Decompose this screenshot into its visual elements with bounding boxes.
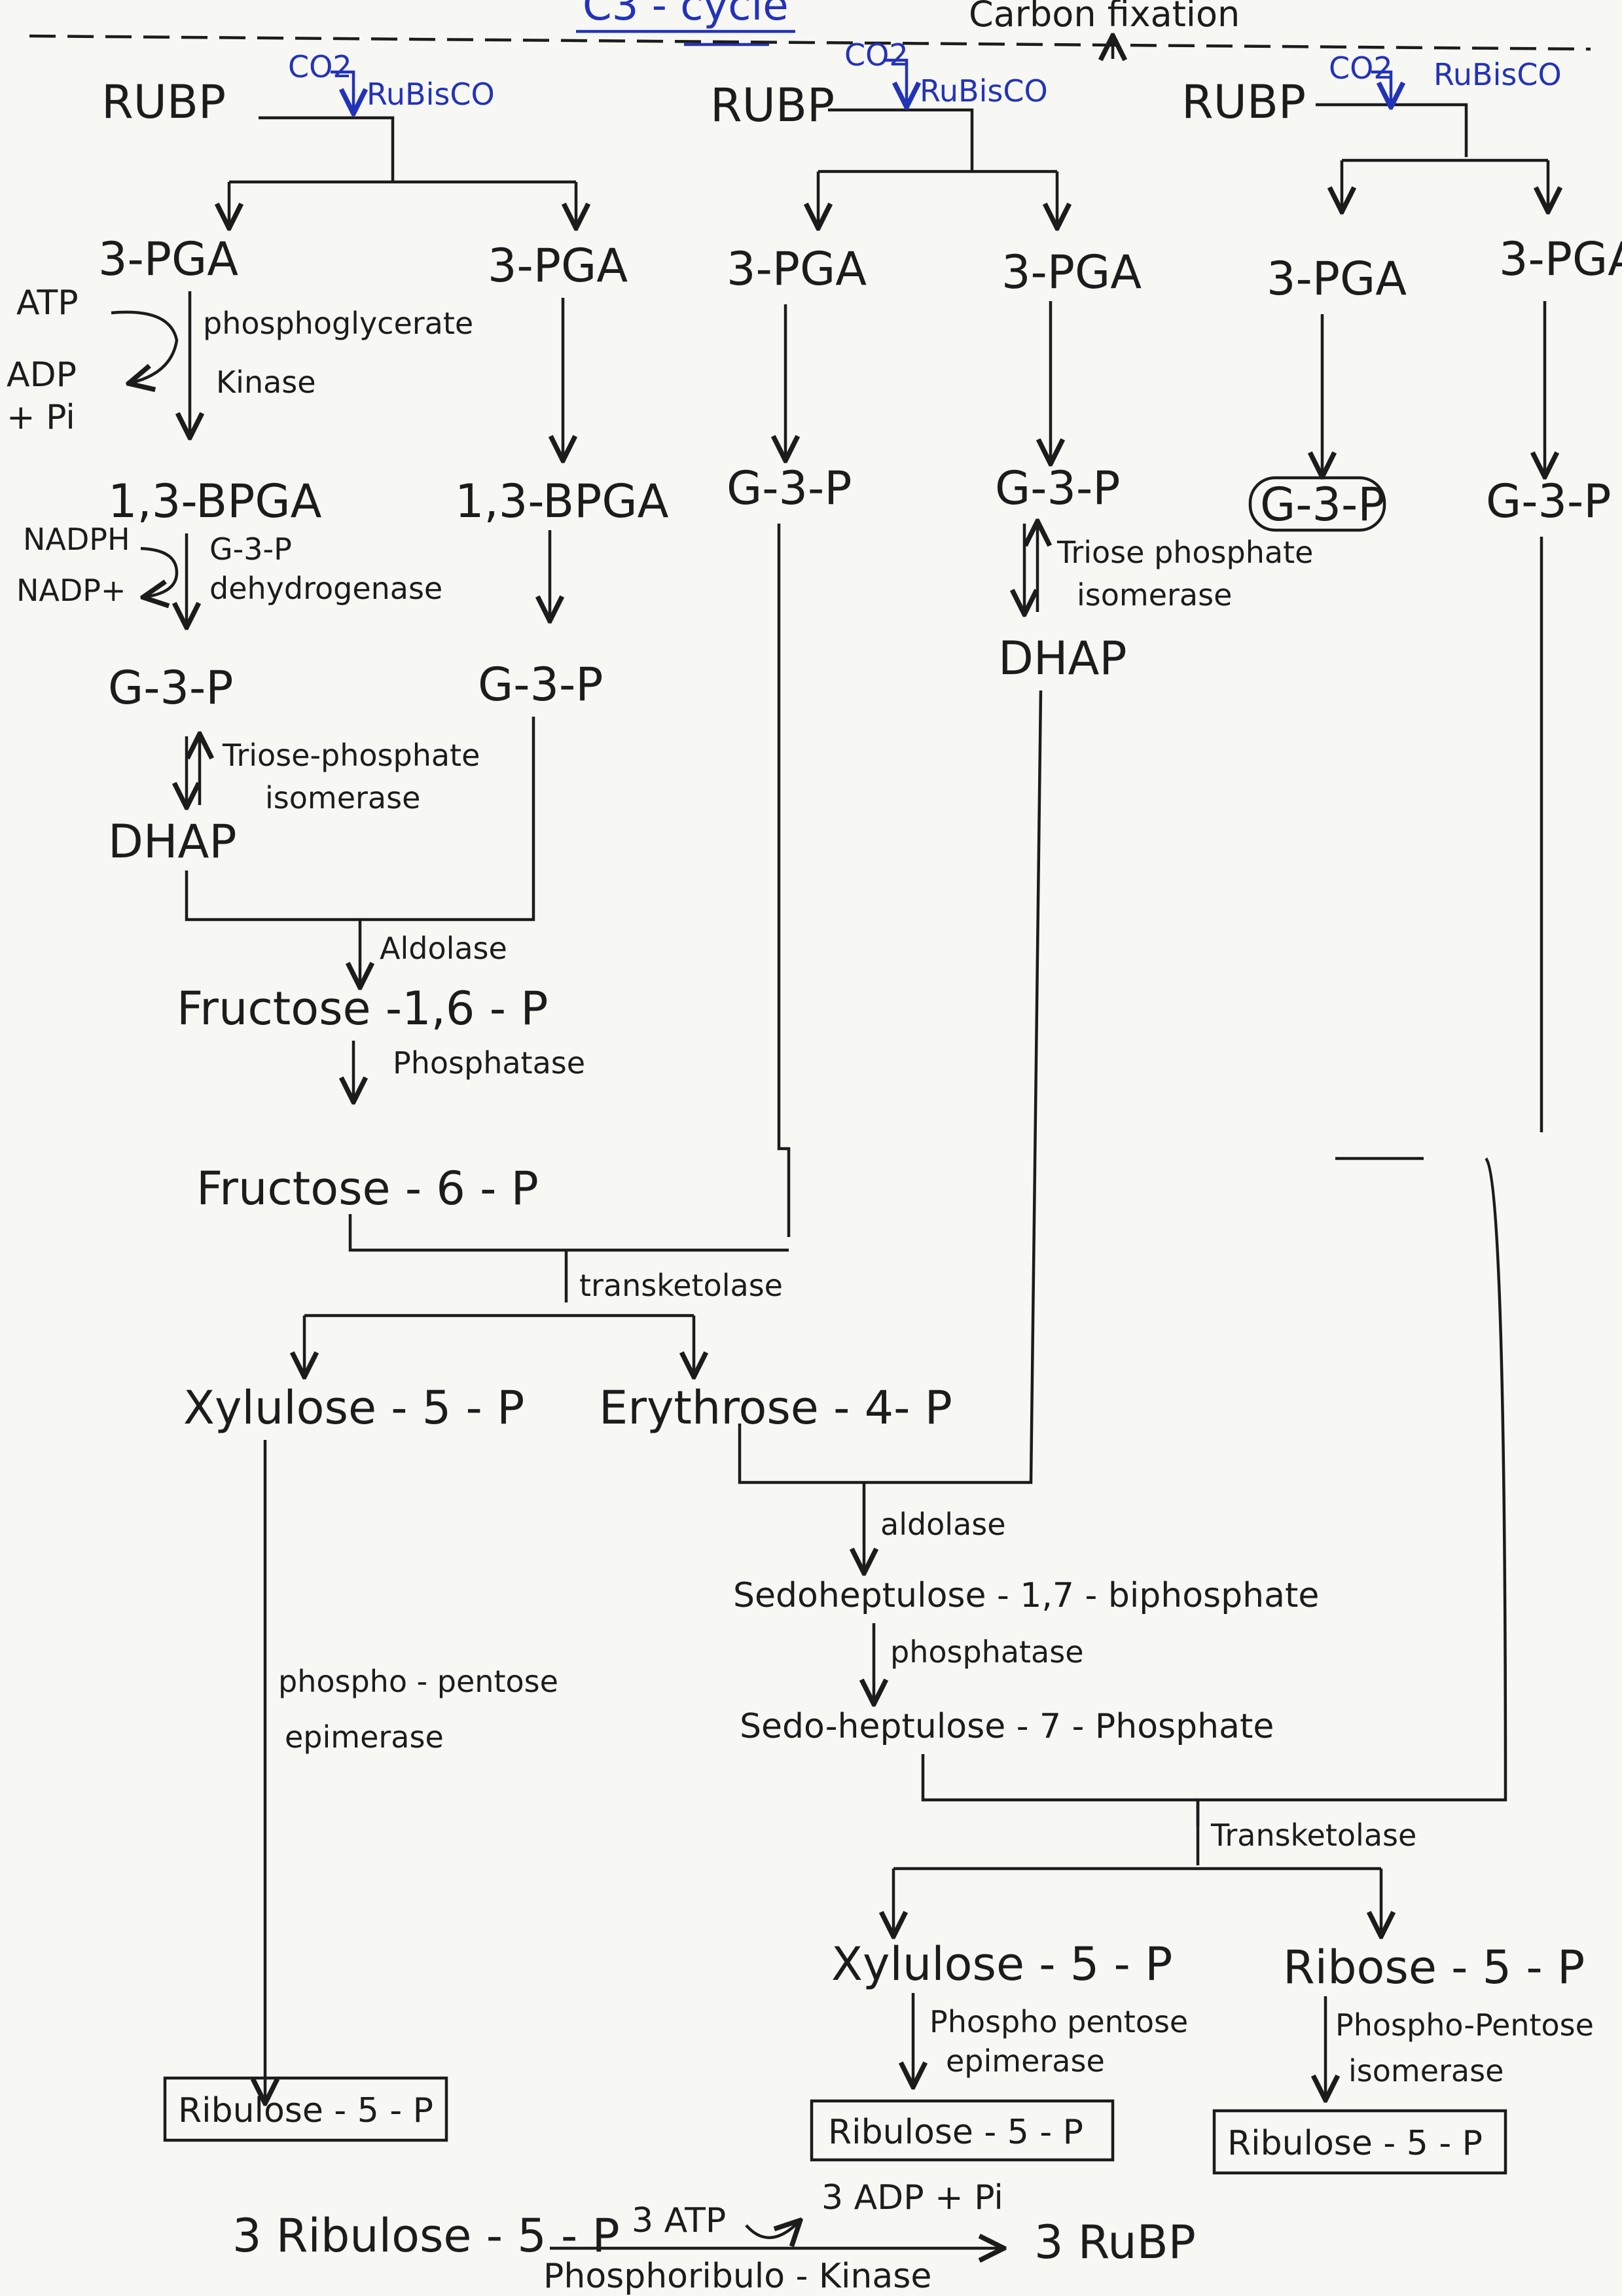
rubp-3-connector <box>1316 103 1468 157</box>
bpga-2: 1,3-BPGA <box>455 475 669 528</box>
nadph-nadp-arrow <box>141 547 179 597</box>
final-enzyme: Phosphoribulo - Kinase <box>543 2257 931 2296</box>
dh-enzyme-line1: G-3-P <box>209 531 292 567</box>
epimerase-1-line2: epimerase <box>285 1719 444 1755</box>
ribulose-1: Ribulose - 5 - P <box>178 2091 433 2130</box>
adp-label: ADP <box>7 355 77 395</box>
pi-label: + Pi <box>7 398 75 437</box>
dh-enzyme-line2: dehydrogenase <box>209 571 442 606</box>
triose-isomerase-line1: Triose-phosphate <box>222 738 480 773</box>
co2-arrow-1 <box>331 70 353 111</box>
g3p-3-down-line <box>777 524 791 1237</box>
bpga-1: 1,3-BPGA <box>108 475 322 528</box>
f6p-merge-line <box>348 1214 789 1252</box>
pga-3: 3-PGA <box>727 242 867 296</box>
sedoheptulose-bp: Sedoheptulose - 1,7 - biphosphate <box>733 1576 1319 1615</box>
ribulose-3: Ribulose - 5 - P <box>1227 2124 1483 2163</box>
g3p-circle <box>1248 476 1386 532</box>
isomerase-b-line2: isomerase <box>1348 2053 1504 2089</box>
top-rule <box>29 34 1591 51</box>
xylulose-2: Xylulose - 5 - P <box>831 1937 1172 1991</box>
final-right: 3 RuBP <box>1034 2215 1196 2269</box>
g3p-6-to-transketolase-line <box>1196 1157 1507 1826</box>
triose-isomerase-2-line1: Triose phosphate <box>1056 535 1313 570</box>
pga-6: 3-PGA <box>1499 232 1622 286</box>
co2-arrow-2 <box>884 58 907 105</box>
kinase-enzyme-line1: phosphoglycerate <box>203 306 473 341</box>
g3p-6: G-3-P <box>1486 475 1612 528</box>
isomerase-b-line1: Phospho-Pentose <box>1335 2007 1594 2043</box>
rubisco-3: RuBisCO <box>1433 57 1562 92</box>
final-left: 3 Ribulose - 5 - P <box>232 2209 620 2263</box>
atp-adp-curve <box>745 2222 799 2238</box>
pga-4: 3-PGA <box>1001 245 1142 299</box>
transketolase-1-label: transketolase <box>579 1268 783 1303</box>
triose-isomerase-line2: isomerase <box>265 780 420 816</box>
dhap-2-to-erythrose-line <box>738 690 1043 1484</box>
ribulose-box-2 <box>810 2099 1115 2162</box>
g3p-5: G-3-P <box>1260 478 1386 531</box>
g3p-4: G-3-P <box>995 461 1121 515</box>
xylulose-1: Xylulose - 5 - P <box>183 1381 524 1435</box>
atp-label: ATP <box>16 283 79 323</box>
erythrose: Erythrose - 4- P <box>599 1381 952 1435</box>
co2-arrow-3 <box>1371 70 1391 105</box>
co2-1: CO2 <box>288 49 352 84</box>
co2-3: CO2 <box>1329 50 1393 86</box>
pga-5: 3-PGA <box>1267 252 1407 306</box>
rubisco-2: RuBisCO <box>920 73 1048 109</box>
atp-adp-arrow <box>111 310 179 383</box>
kinase-enzyme-line2: Kinase <box>216 365 316 400</box>
ribose-5p: Ribose - 5 - P <box>1283 1941 1585 1994</box>
transketolase-2-label: Transketolase <box>1210 1818 1416 1853</box>
ribulose-box-3 <box>1212 2109 1507 2175</box>
aldolase-label: Aldolase <box>380 931 507 966</box>
cycle-title: C3 - cycle <box>583 0 789 30</box>
final-atp: 3 ATP <box>632 2201 726 2240</box>
phosphatase-2-label: phosphatase <box>890 1634 1084 1670</box>
pga-1: 3-PGA <box>98 232 238 286</box>
g3p-2: G-3-P <box>478 658 604 711</box>
epimerase-1-line1: phospho - pentose <box>278 1664 558 1699</box>
ribulose-box-1 <box>163 2076 448 2142</box>
f16p: Fructose -1,6 - P <box>177 982 548 1035</box>
triose-isomerase-2-line2: isomerase <box>1077 577 1232 613</box>
rubisco-1: RuBisCO <box>367 77 495 112</box>
phosphatase-label: Phosphatase <box>393 1045 585 1081</box>
rubp-1: RUBP <box>101 75 226 129</box>
epimerase-2-line2: epimerase <box>946 2043 1105 2079</box>
nadph-label: NADPH <box>23 522 130 557</box>
dhap-2: DHAP <box>998 632 1127 685</box>
dhap-1: DHAP <box>108 815 237 869</box>
g3p-3: G-3-P <box>727 461 852 515</box>
co2-2: CO2 <box>844 37 909 73</box>
carbon-fixation-note: Carbon fixation <box>969 0 1240 35</box>
epimerase-2-line1: Phospho pentose <box>929 2004 1188 2039</box>
ribulose-2: Ribulose - 5 - P <box>828 2113 1083 2152</box>
aldolase-2-label: aldolase <box>880 1507 1006 1542</box>
sedoheptulose-7p: Sedo-heptulose - 7 - Phosphate <box>740 1707 1274 1746</box>
final-adp: 3 ADP + Pi <box>821 2178 1003 2217</box>
s7p-merge-line <box>921 1754 1198 1802</box>
pga-2: 3-PGA <box>488 239 628 293</box>
g3p-1: G-3-P <box>108 661 234 715</box>
rubp-2: RUBP <box>710 79 835 132</box>
rubp-1-connector <box>259 116 395 182</box>
nadp-label: NADP+ <box>16 573 126 608</box>
rubp-3: RUBP <box>1181 75 1306 129</box>
rubp-2-connector <box>828 108 974 171</box>
f6p: Fructose - 6 - P <box>196 1162 539 1215</box>
